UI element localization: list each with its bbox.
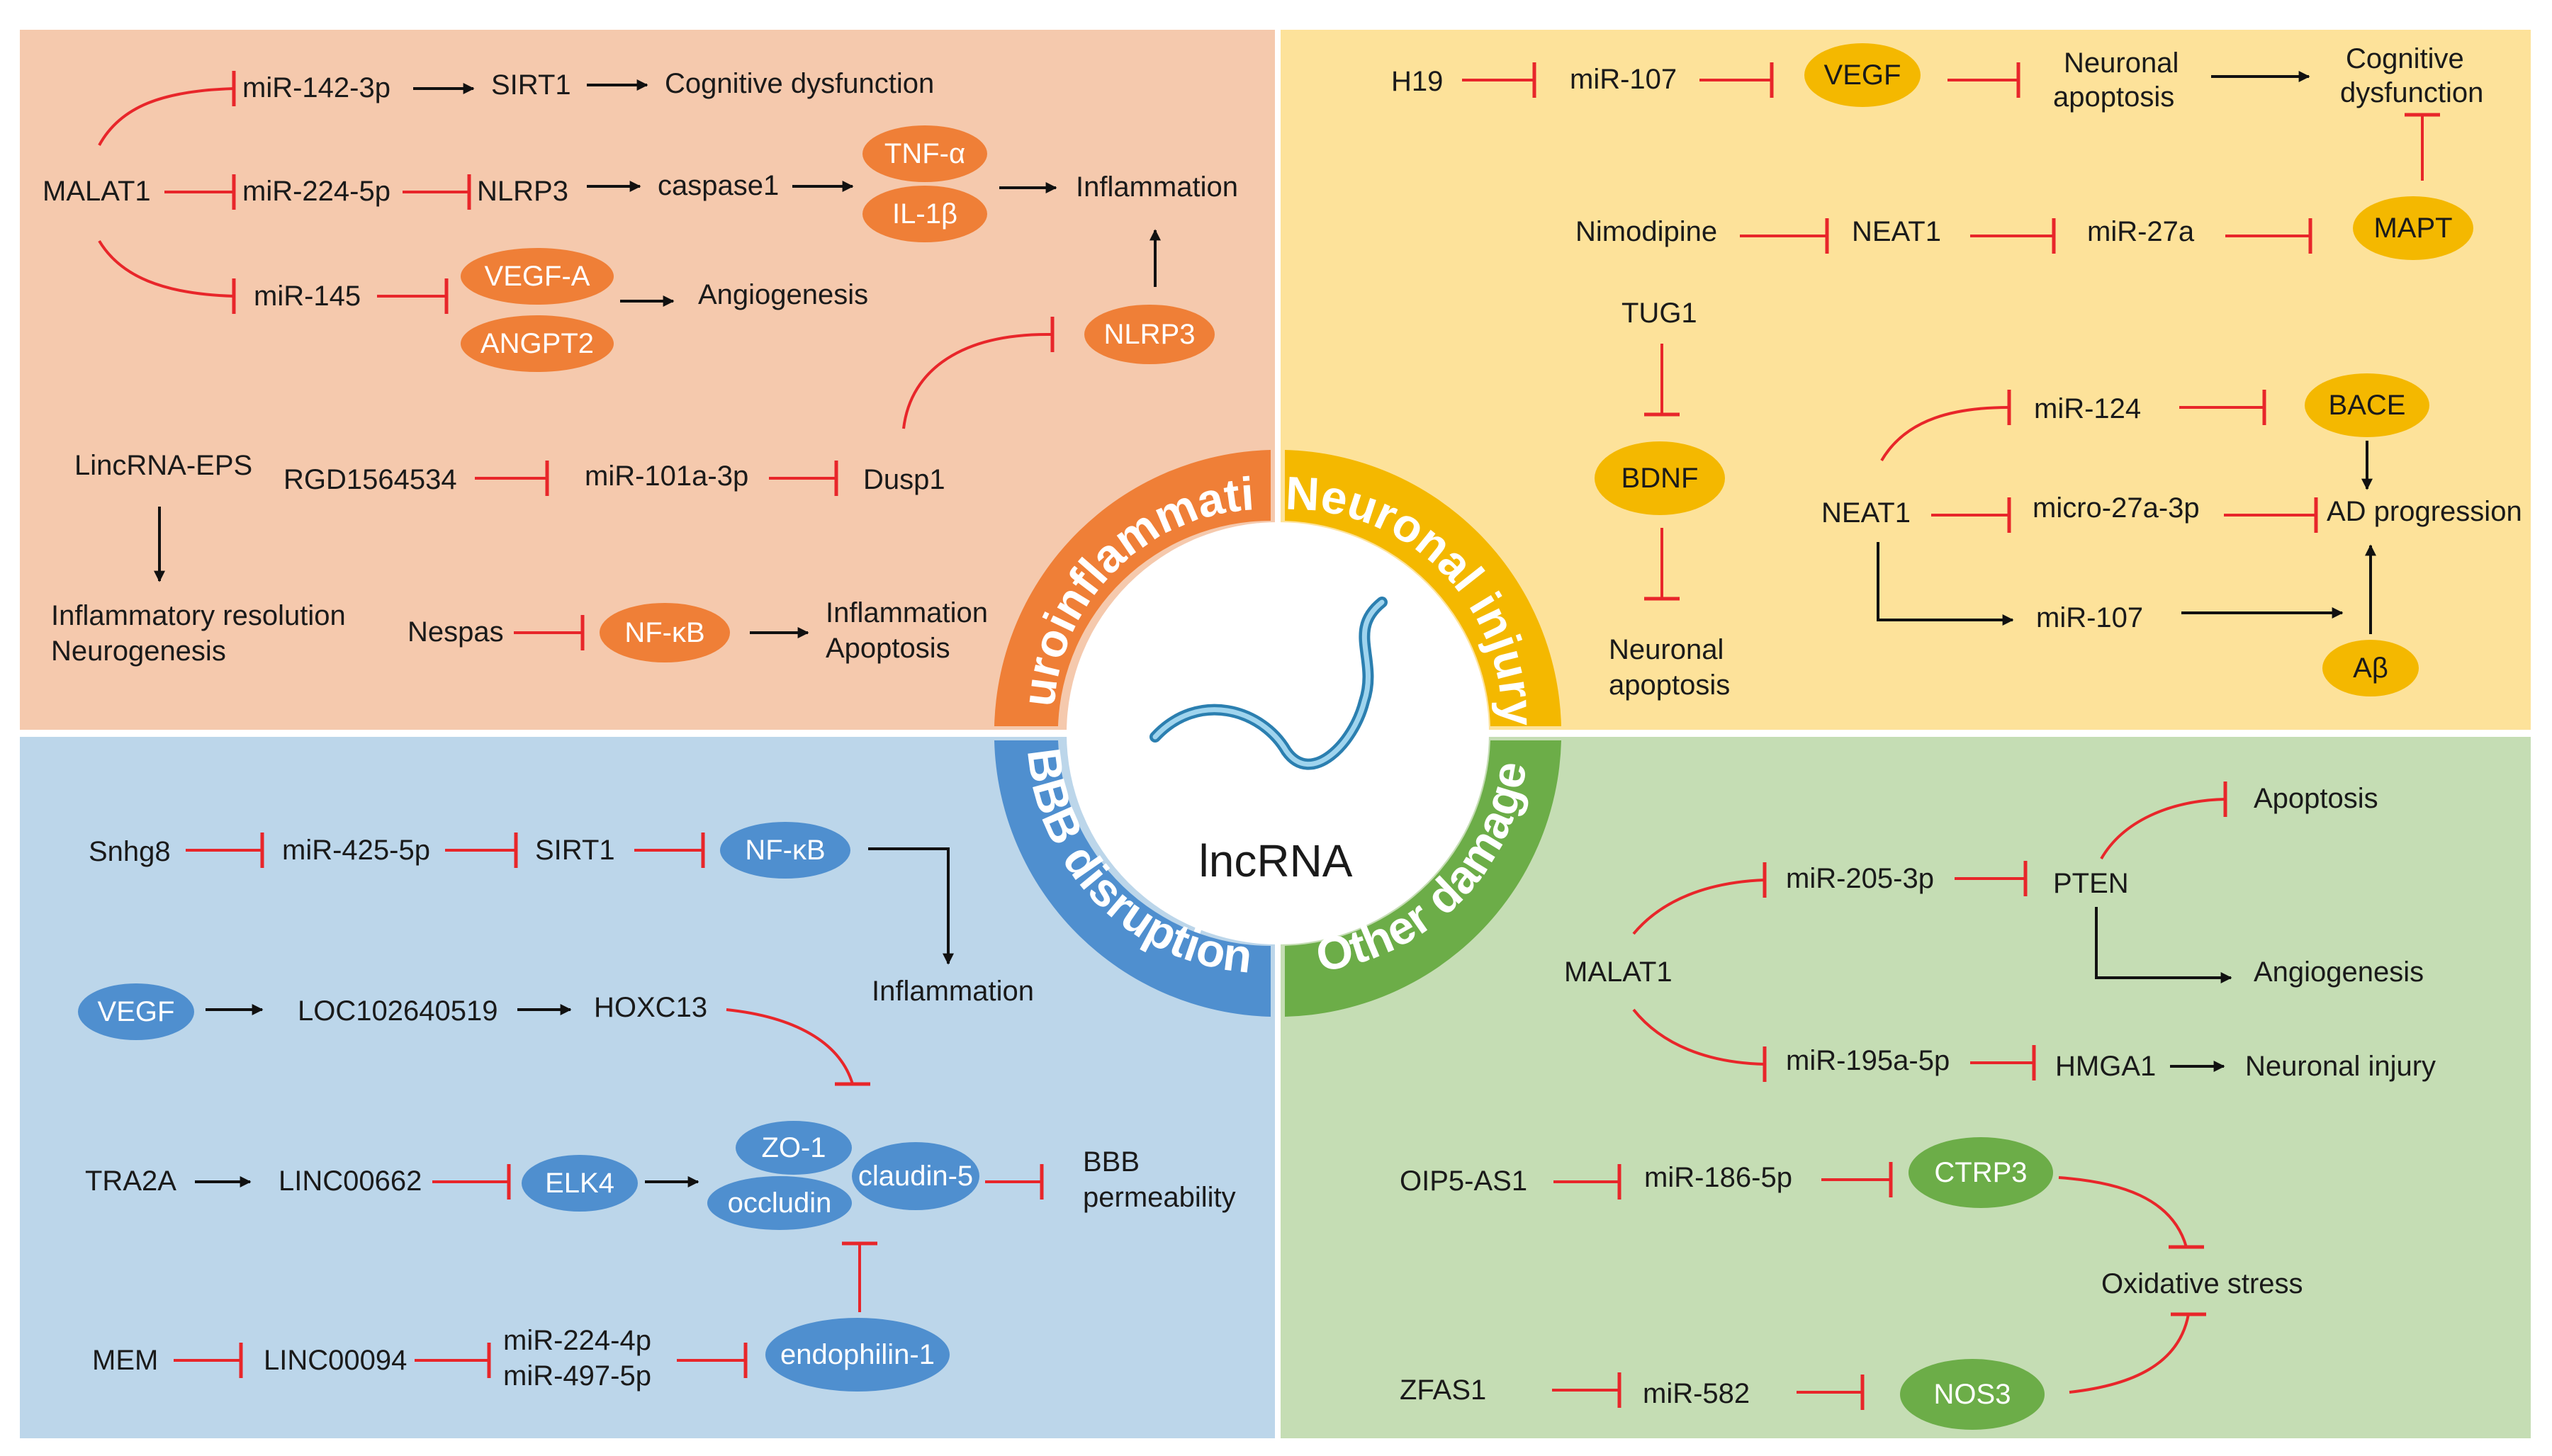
node-mir195: miR-195a-5p [1786,1045,1950,1076]
node-inflammation: Inflammation [872,976,1034,1007]
center-label: lncRNA [1199,835,1353,886]
node-apoptosis-label: apoptosis [2053,81,2174,113]
oval-il1b: IL-1β [892,198,957,230]
node-malat1: MALAT1 [1564,956,1673,988]
oval-tnf: TNF-α [884,138,965,169]
oval-nos3: NOS3 [1934,1379,2011,1410]
node-inflammation: Inflammation [1076,171,1238,203]
node-dusp1: Dusp1 [863,464,945,495]
neuroinflammation-content: MALAT1 miR-142-3p SIRT1 Cognitive dysfun… [43,68,1238,667]
node-mir224-4p: miR-224-4p [503,1325,651,1356]
node-caspase1: caspase1 [658,170,779,201]
node-hmga1: HMGA1 [2055,1051,2156,1082]
oval-angpt2: ANGPT2 [480,328,594,359]
node-oip5-as1: OIP5-AS1 [1400,1166,1527,1197]
node-lincrna-eps: LincRNA-EPS [74,450,252,481]
node-angiogenesis: Angiogenesis [698,279,868,310]
node-bbb: BBB [1083,1146,1140,1178]
oval-claudin5: claudin-5 [858,1161,973,1192]
oval-mapt: MAPT [2373,213,2452,244]
node-mir497: miR-497-5p [503,1360,651,1392]
node-neuronal-apoptosis-2: Neuronal [1609,634,1724,665]
oval-nfkb: NF-κB [745,835,825,866]
node-neuronal-injury: Neuronal injury [2245,1051,2436,1082]
node-mir425: miR-425-5p [282,835,430,866]
oval-zo1: ZO-1 [761,1132,826,1163]
node-neat1: NEAT1 [1852,216,1941,247]
node-nlrp3: NLRP3 [477,176,568,207]
oval-vegf: VEGF [98,996,175,1027]
node-tug1: TUG1 [1621,298,1697,329]
node-dysfunction: dysfunction [2340,77,2483,108]
node-sirt1: SIRT1 [535,835,615,866]
node-mir107: miR-107 [1570,64,1677,95]
node-mem: MEM [92,1345,158,1376]
node-sirt1: SIRT1 [491,69,571,101]
oval-vegfa: VEGF-A [485,261,590,292]
oval-abeta: Aβ [2353,653,2388,684]
node-micro27a: micro-27a-3p [2033,492,2200,524]
node-ad-progression: AD progression [2327,496,2522,527]
neuronal-injury-content: H19 miR-107 VEGF Neuronal apoptosis Cogn… [1391,43,2522,701]
node-nespas: Nespas [407,616,504,648]
node-linc00662: LINC00662 [279,1166,422,1197]
node-linc00094: LINC00094 [264,1345,407,1376]
node-loc102640519: LOC102640519 [298,995,498,1027]
node-inflammatory-resolution: Inflammatory resolution [51,600,346,631]
node-apoptosis: Apoptosis [2254,783,2378,814]
node-permeability: permeability [1083,1182,1236,1213]
node-neuronal-apoptosis: Neuronal [2064,47,2179,79]
node-hoxc13: HOXC13 [594,992,707,1023]
node-rgd1564534: RGD1564534 [283,464,457,495]
node-mir107-b: miR-107 [2036,602,2143,633]
oval-vegf: VEGF [1824,60,1901,91]
oval-elk4: ELK4 [545,1168,614,1199]
oval-occludin: occludin [728,1187,832,1219]
other-damage-content: MALAT1 miR-205-3p PTEN Apoptosis Angioge… [1400,781,2436,1430]
node-pten: PTEN [2053,868,2129,899]
node-inflammation-2: Inflammation [826,597,988,628]
node-mir145: miR-145 [254,281,361,312]
bbb-disruption-content: Snhg8 miR-425-5p SIRT1 NF-κB Inflammatio… [78,822,1236,1392]
node-neat1-b: NEAT1 [1821,497,1911,529]
node-mir101: miR-101a-3p [585,461,748,492]
oval-bace: BACE [2329,390,2406,421]
node-mir582: miR-582 [1643,1378,1750,1409]
node-tra2a: TRA2A [85,1166,176,1197]
node-mir142: miR-142-3p [242,72,390,103]
oval-nlrp3: NLRP3 [1104,319,1196,350]
node-nimodipine: Nimodipine [1575,216,1717,247]
node-h19: H19 [1391,66,1443,97]
node-angiogenesis: Angiogenesis [2254,956,2424,988]
node-apoptosis-2: apoptosis [1609,670,1730,701]
node-snhg8: Snhg8 [89,836,171,867]
node-apoptosis: Apoptosis [826,633,950,664]
node-mir124: miR-124 [2034,393,2141,424]
node-mir186: miR-186-5p [1644,1162,1792,1193]
oval-nfkb: NF-κB [624,617,704,648]
node-mir205: miR-205-3p [1786,863,1934,894]
oval-ctrp3: CTRP3 [1934,1157,2027,1188]
oval-bdnf: BDNF [1621,463,1699,494]
node-mir224: miR-224-5p [242,176,390,207]
rna-strand-icon [1149,597,1388,770]
node-cognitive: Cognitive [2346,43,2464,74]
node-mir27a: miR-27a [2087,216,2195,247]
node-malat1: MALAT1 [43,176,151,207]
oval-endophilin: endophilin-1 [780,1339,935,1370]
node-zfas1: ZFAS1 [1400,1375,1486,1406]
node-oxidative-stress: Oxidative stress [2101,1268,2303,1299]
node-cognitive: Cognitive dysfunction [665,68,934,99]
node-neurogenesis: Neurogenesis [51,636,226,667]
